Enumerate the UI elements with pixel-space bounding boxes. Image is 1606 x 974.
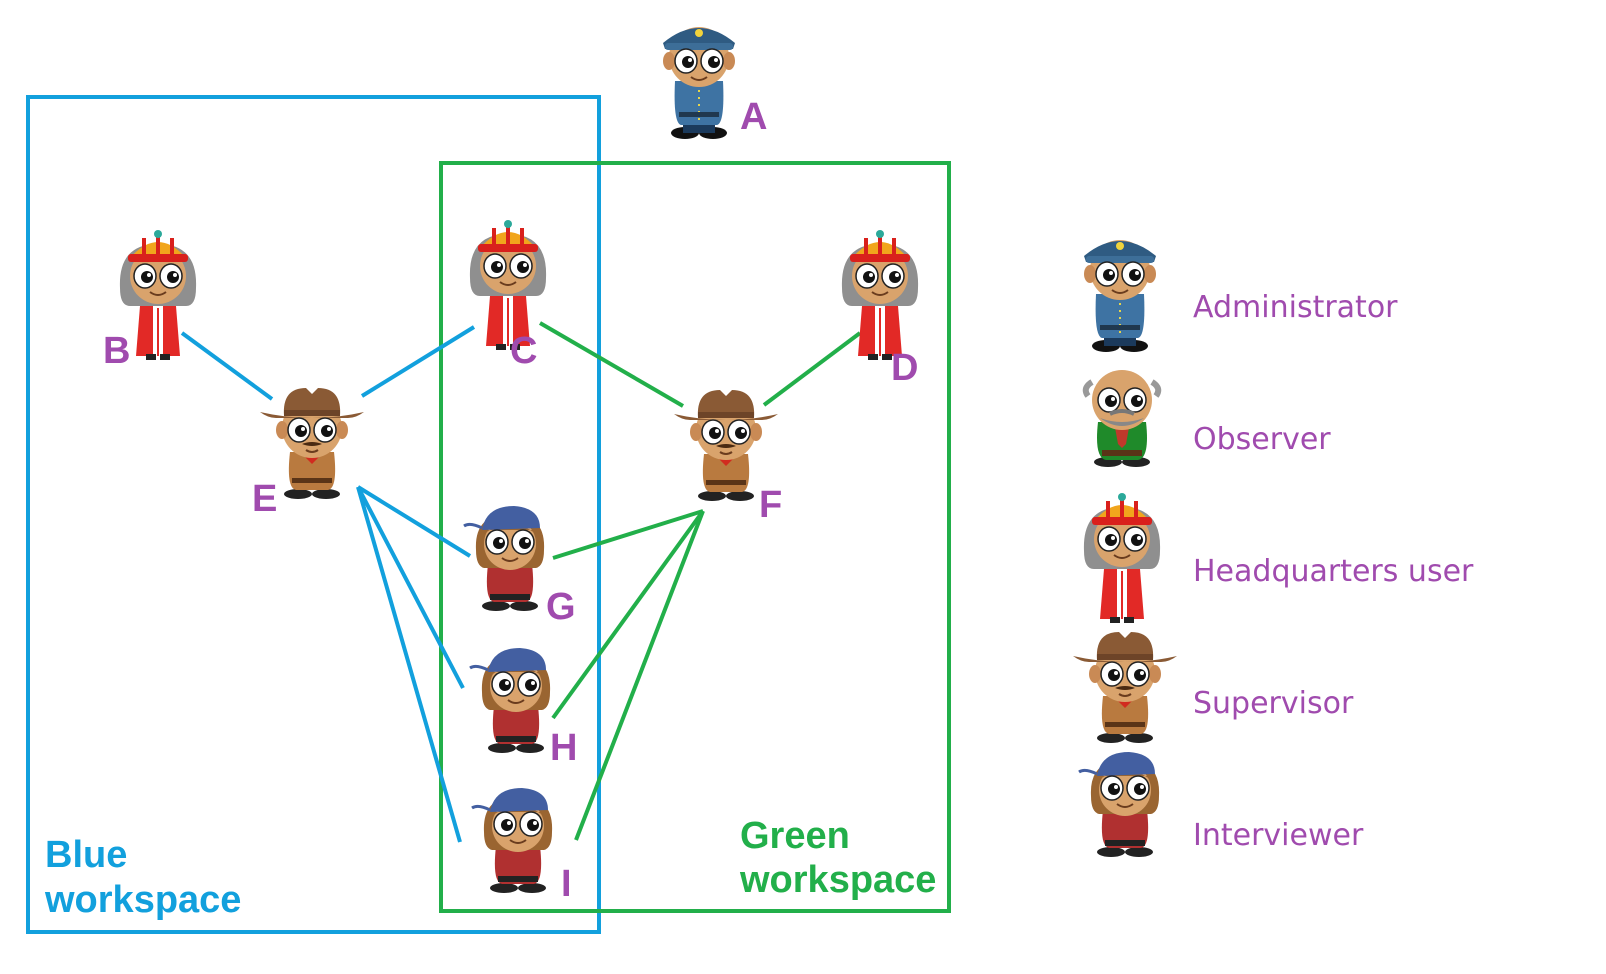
blue-workspace-label-line1: Blue — [45, 834, 127, 876]
legend-label-observer: Observer — [1193, 422, 1331, 457]
node-label-d: D — [891, 347, 918, 389]
legend: Administrator Observer Headquarters user… — [1073, 240, 1474, 857]
green-workspace-label-line1: Green — [740, 815, 850, 857]
headquarters-user-icon — [842, 230, 918, 360]
headquarters-user-icon — [120, 230, 196, 360]
node-label-g: G — [546, 586, 576, 628]
administrator-icon — [663, 27, 735, 139]
legend-label-interviewer: Interviewer — [1193, 818, 1364, 853]
blue-workspace-box — [26, 95, 601, 934]
edge-d-f — [762, 331, 862, 407]
green-workspace-label-line2: workspace — [739, 859, 936, 901]
interviewer-icon — [470, 648, 550, 753]
node-label-a: A — [740, 96, 767, 138]
blue-workspace-label-line2: workspace — [44, 879, 241, 921]
legend-label-supervisor: Supervisor — [1193, 686, 1354, 721]
edge-f-h — [551, 509, 705, 720]
interviewer-icon — [464, 506, 544, 611]
edge-f-g — [552, 509, 704, 560]
node-label-e: E — [252, 478, 277, 520]
edge-b-e — [180, 331, 274, 401]
green-workspace-edges — [538, 321, 862, 841]
headquarters-user-icon — [1084, 493, 1160, 623]
edge-c-e — [360, 325, 476, 398]
supervisor-icon — [1073, 632, 1177, 743]
edge-e-g — [356, 485, 472, 558]
edge-e-h — [356, 486, 465, 689]
administrator-icon — [1084, 240, 1156, 352]
node-label-f: F — [759, 484, 782, 526]
interviewer-icon — [472, 788, 552, 893]
legend-label-administrator: Administrator — [1193, 290, 1398, 325]
node-label-b: B — [103, 330, 130, 372]
edge-c-f — [538, 321, 685, 408]
node-label-i: I — [561, 863, 572, 905]
edge-f-i — [574, 510, 705, 841]
interviewer-icon — [1079, 752, 1159, 857]
observer-icon — [1086, 370, 1159, 467]
blue-workspace-edges — [180, 325, 476, 843]
node-label-c: C — [510, 330, 537, 372]
node-label-h: H — [550, 727, 577, 769]
edge-e-i — [356, 486, 462, 843]
legend-label-headquarters-user: Headquarters user — [1193, 554, 1474, 589]
